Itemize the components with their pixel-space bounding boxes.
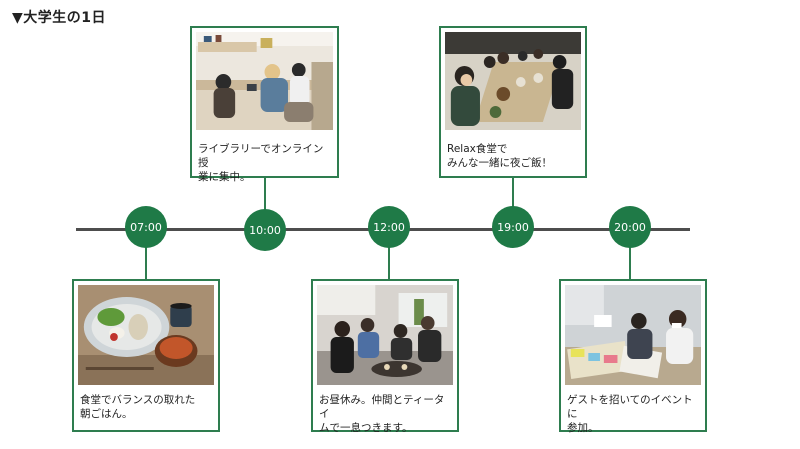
library-study-photo bbox=[196, 32, 333, 130]
card-1900: Relax食堂で みんな一緒に夜ご飯！ bbox=[439, 26, 587, 178]
breakfast-plate-photo bbox=[78, 285, 214, 385]
page-title: ▼大学生の1日 bbox=[12, 7, 106, 27]
connector-0700 bbox=[145, 245, 147, 279]
time-marker-2000: 20:00 bbox=[609, 206, 651, 248]
event-meeting-photo bbox=[565, 285, 701, 385]
dining-group-photo bbox=[445, 32, 581, 130]
card-caption-1200: お昼休み。仲間とティータイ ムで一息つきます。 bbox=[317, 393, 453, 435]
connector-2000 bbox=[629, 245, 631, 279]
time-marker-0700: 07:00 bbox=[125, 206, 167, 248]
card-2000: ゲストを招いてのイベントに 参加。 bbox=[559, 279, 707, 432]
time-marker-1200: 12:00 bbox=[368, 206, 410, 248]
connector-1200 bbox=[388, 245, 390, 279]
card-caption-0700: 食堂でバランスの取れた 朝ごはん。 bbox=[78, 393, 214, 421]
time-marker-1900: 19:00 bbox=[492, 206, 534, 248]
card-caption-1900: Relax食堂で みんな一緒に夜ご飯！ bbox=[445, 142, 581, 170]
card-0700: 食堂でバランスの取れた 朝ごはん。 bbox=[72, 279, 220, 432]
card-caption-1000: ライブラリーでオンライン授 業に集中。 bbox=[196, 142, 333, 184]
lounge-friends-photo bbox=[317, 285, 453, 385]
card-caption-2000: ゲストを招いてのイベントに 参加。 bbox=[565, 393, 701, 435]
card-1200: お昼休み。仲間とティータイ ムで一息つきます。 bbox=[311, 279, 459, 432]
card-1000: ライブラリーでオンライン授 業に集中。 bbox=[190, 26, 339, 178]
time-marker-1000: 10:00 bbox=[244, 209, 286, 251]
